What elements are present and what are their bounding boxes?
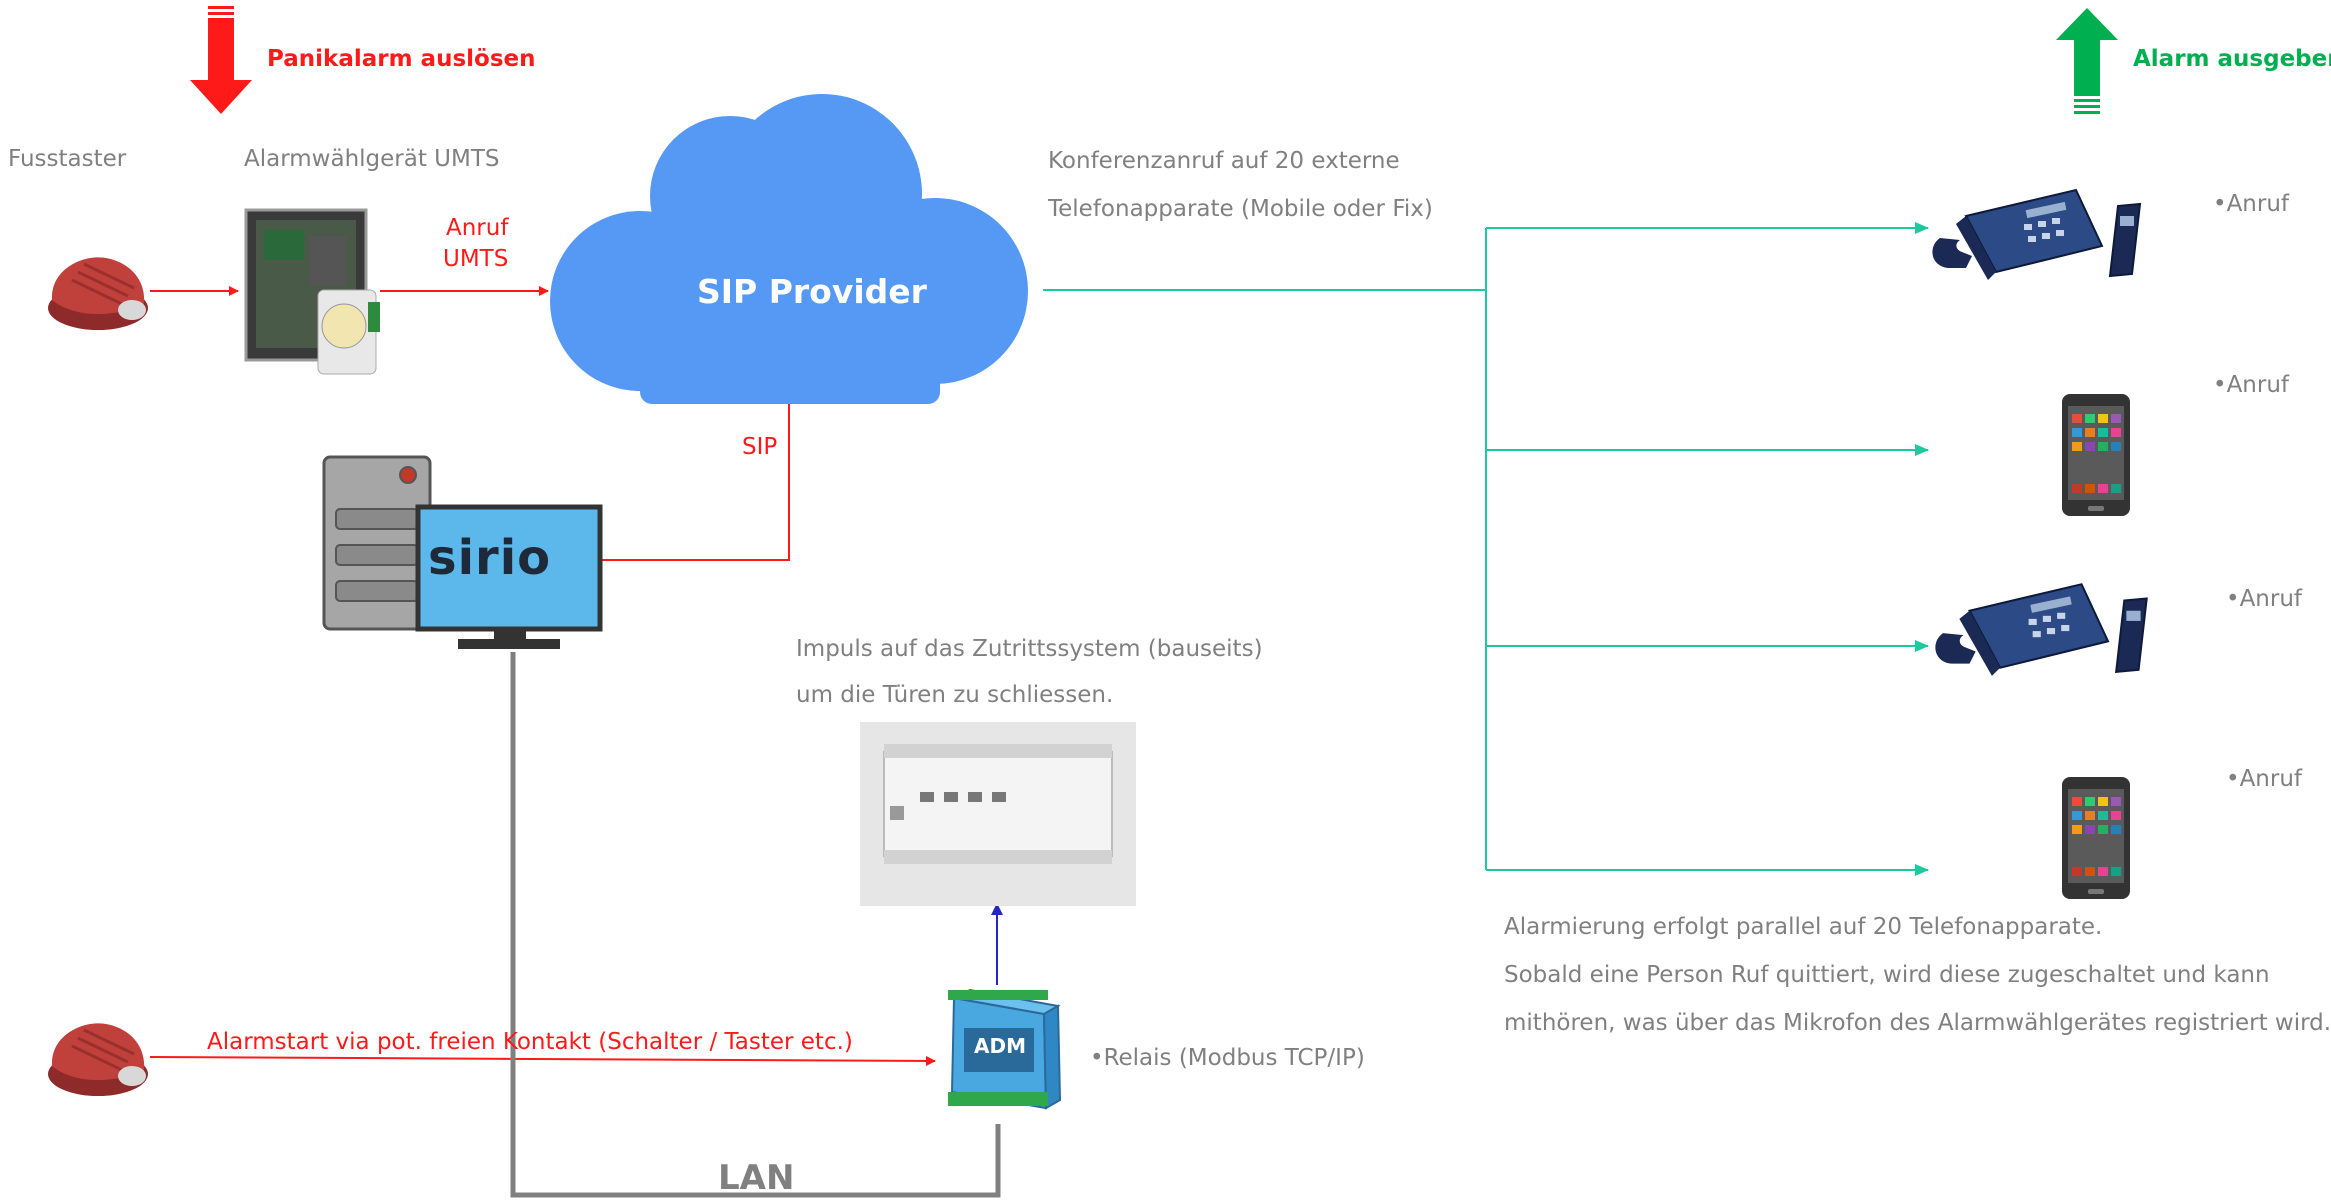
sirio-logo: sirio xyxy=(428,530,552,586)
lan-cable-line xyxy=(510,652,1001,1198)
server-monitor-icon xyxy=(322,455,603,649)
relay-label: •Relais (Modbus TCP/IP) xyxy=(1090,1045,1365,1071)
endpoint-call-label-1: •Anruf xyxy=(2213,191,2290,217)
conference-note-line-2: Telefonapparate (Mobile oder Fix) xyxy=(1048,196,1433,222)
lan-label: LAN xyxy=(718,1158,795,1198)
parallel-note-line-3: mithören, was über das Mikrofon des Alar… xyxy=(1504,1010,2331,1036)
endpoint-call-label-3: •Anruf xyxy=(2226,586,2303,612)
alarm-output-arrow-up-icon xyxy=(2056,8,2118,114)
conference-fanout-lines xyxy=(1043,222,1929,876)
parallel-note-line-2: Sobald eine Person Ruf quittiert, wird d… xyxy=(1504,962,2270,988)
alarm-output-label: Alarm ausgeben xyxy=(2133,46,2331,72)
alarm-dialer-icon xyxy=(244,208,380,375)
desk-phone-icon xyxy=(1932,188,2142,280)
dialer-label: Alarmwählgerät UMTS xyxy=(244,146,500,172)
call-umts-label-1: Anruf xyxy=(446,215,509,241)
conference-note-line-1: Konferenzanruf auf 20 externe xyxy=(1048,148,1400,174)
cloud-icon xyxy=(550,94,1028,404)
desk-phone-icon xyxy=(1935,583,2148,676)
contact-to-relay-arrow xyxy=(149,1055,936,1066)
call-umts-label-2: UMTS xyxy=(443,246,509,272)
access-system-actuator-icon xyxy=(860,722,1136,906)
endpoint-call-label-2: •Anruf xyxy=(2213,372,2290,398)
cloud-label: SIP Provider xyxy=(697,272,927,311)
impulse-note-line-2: um die Türen zu schliessen. xyxy=(796,682,1114,708)
cloud-to-server-sip-line xyxy=(600,400,790,561)
foot-switch-icon xyxy=(48,257,148,330)
panic-label: Panikalarm auslösen xyxy=(267,46,536,72)
contact-start-label: Alarmstart via pot. freien Kontakt (Scha… xyxy=(207,1029,853,1055)
endpoint-call-label-4: •Anruf xyxy=(2226,766,2303,792)
panic-arrow-down-icon xyxy=(190,6,252,114)
mobile-phone-icon xyxy=(2062,777,2130,899)
mobile-phone-icon xyxy=(2062,394,2130,516)
modbus-io-module-icon xyxy=(948,988,1062,1110)
foot-switch-label: Fusstaster xyxy=(8,146,127,172)
io-module-logo: ADM xyxy=(974,1034,1026,1058)
parallel-note-line-1: Alarmierung erfolgt parallel auf 20 Tele… xyxy=(1504,914,2103,940)
sip-label: SIP xyxy=(742,434,778,460)
contact-switch-icon xyxy=(48,1023,148,1096)
impulse-note-line-1: Impuls auf das Zutrittssystem (bauseits) xyxy=(796,636,1263,662)
